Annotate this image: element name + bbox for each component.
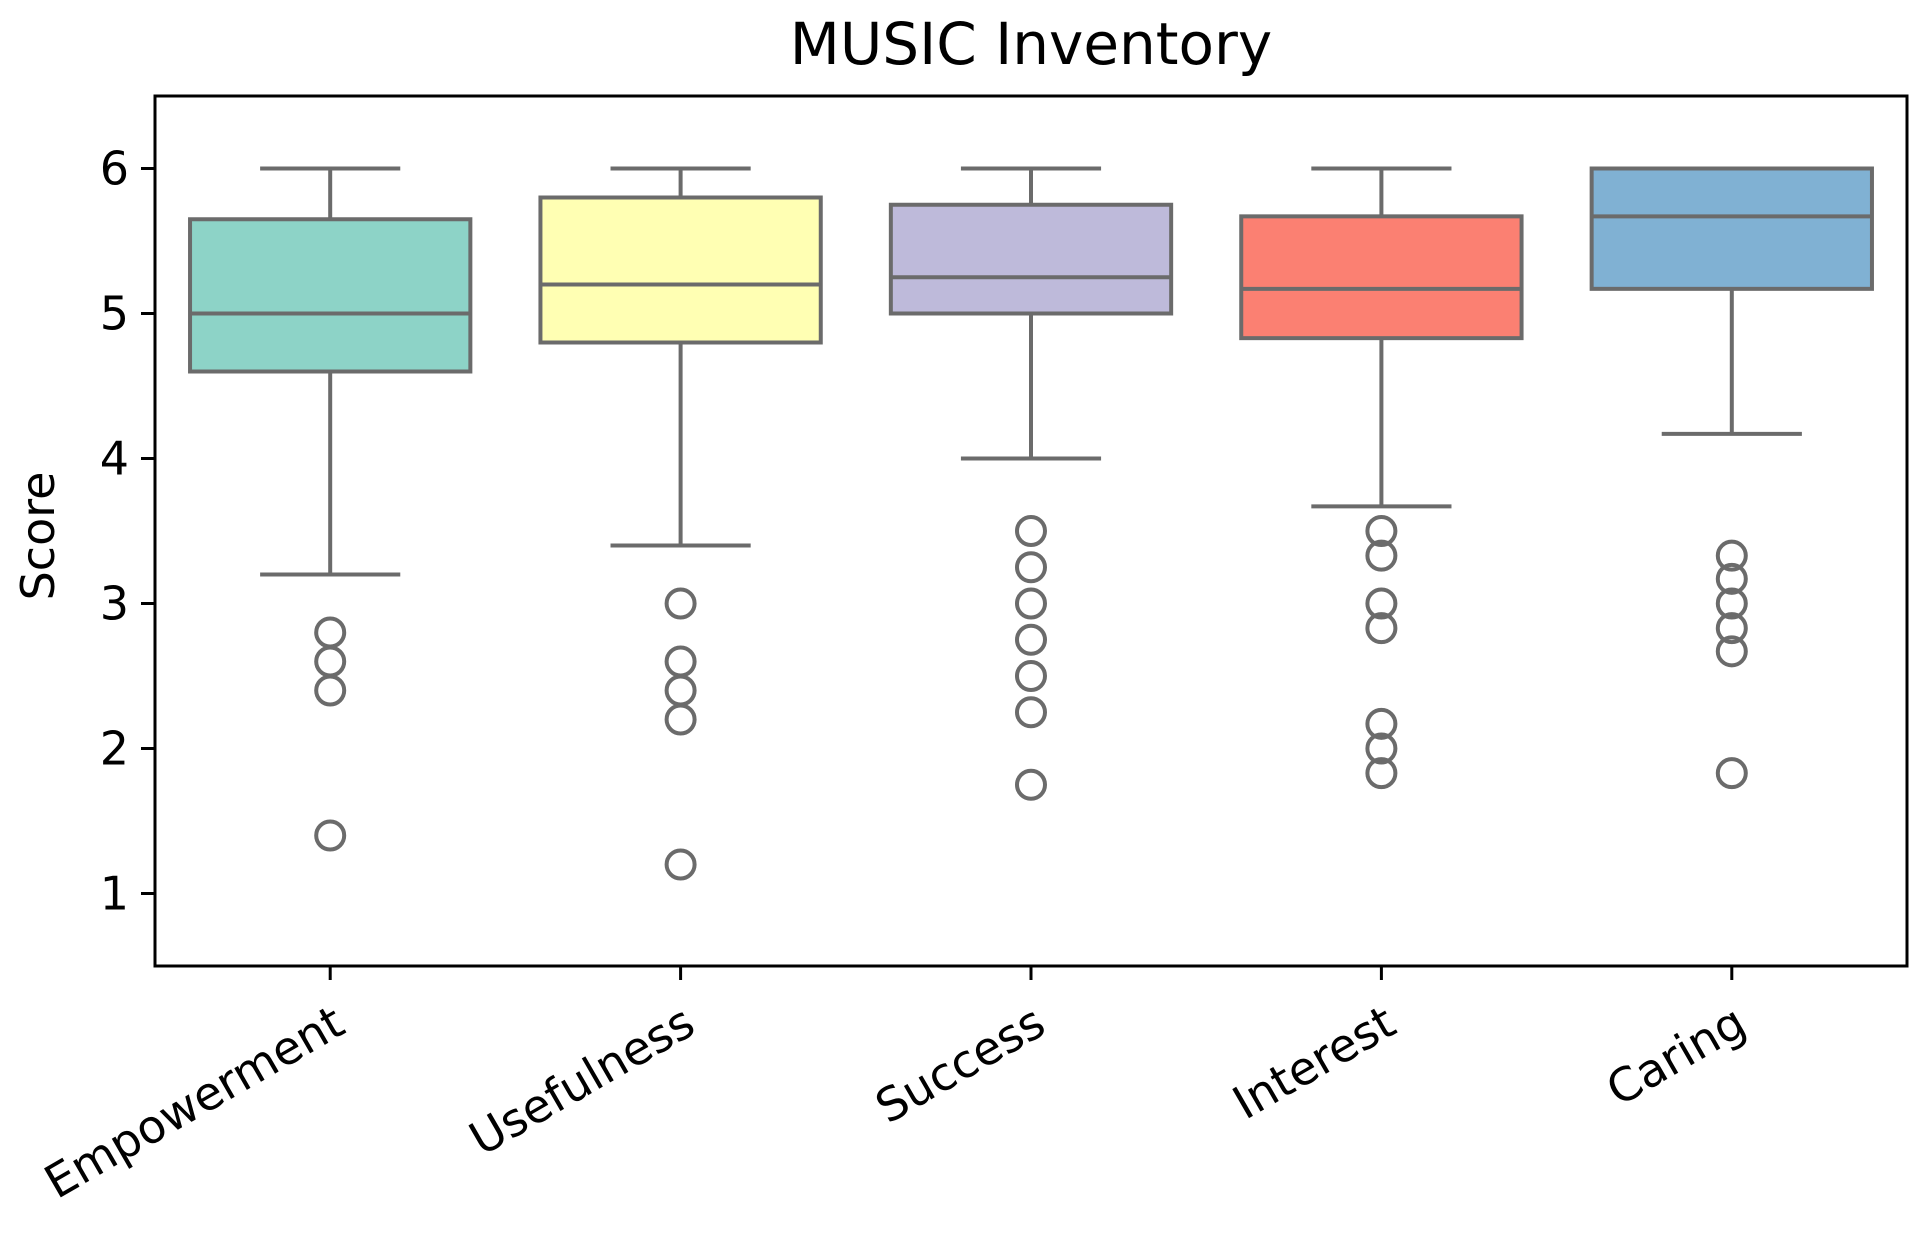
outlier-point	[314, 819, 347, 852]
x-tick-label-usefulness: Usefulness	[460, 995, 703, 1166]
y-axis: 1 2 3 4 5 6	[100, 142, 155, 921]
y-tick-label: 4	[100, 432, 129, 486]
outlier-point	[664, 703, 697, 736]
x-axis: Empowerment Usefulness Success Interest Cari…	[35, 966, 1755, 1210]
box-group-interest	[1239, 166, 1524, 790]
box-interest	[1239, 214, 1524, 341]
y-tick-label: 1	[100, 867, 129, 921]
y-tick-label: 3	[100, 577, 129, 631]
outlier-point	[314, 645, 347, 678]
box-group-empowerment	[188, 166, 473, 852]
outlier-point	[1015, 660, 1047, 692]
chart-title: MUSIC Inventory	[790, 10, 1272, 78]
outlier-point	[664, 587, 697, 620]
outlier-point	[1015, 768, 1047, 801]
outlier-point	[1715, 612, 1748, 645]
x-tick-label-empowerment: Empowerment	[35, 995, 353, 1210]
outlier-point	[1715, 587, 1748, 620]
outlier-point	[1015, 696, 1047, 729]
outlier-point	[1715, 539, 1748, 572]
box-success	[888, 202, 1174, 316]
box-group-success	[888, 166, 1174, 801]
outlier-point	[1715, 635, 1748, 668]
outlier-point	[1715, 757, 1748, 790]
outlier-point	[1365, 757, 1398, 790]
outlier-point	[1365, 587, 1398, 620]
box-group-caring	[1589, 166, 1874, 790]
outlier-point	[1015, 551, 1047, 584]
outlier-point	[1365, 612, 1398, 645]
outlier-point	[314, 674, 347, 707]
y-tick-label: 6	[100, 142, 129, 196]
outlier-point	[314, 616, 347, 649]
outlier-point	[1015, 515, 1047, 547]
outlier-point	[1715, 562, 1748, 595]
outlier-point	[1365, 732, 1398, 765]
outlier-point	[664, 645, 697, 678]
outlier-point	[664, 848, 697, 881]
box-group-usefulness	[538, 166, 823, 881]
y-axis-label: Score	[11, 472, 65, 601]
outlier-point	[1365, 539, 1398, 572]
x-tick-label-caring: Caring	[1597, 995, 1754, 1117]
outlier-point	[664, 674, 697, 707]
outlier-point	[1365, 707, 1398, 740]
x-tick-label-interest: Interest	[1224, 995, 1405, 1130]
outlier-point	[1015, 587, 1047, 620]
y-tick-label: 2	[100, 722, 129, 776]
boxes-layer	[188, 166, 1874, 881]
box-empowerment	[188, 217, 473, 374]
box-caring	[1589, 166, 1874, 291]
x-tick-label-success: Success	[866, 995, 1053, 1134]
outlier-point	[1015, 623, 1047, 656]
y-tick-label: 5	[100, 287, 129, 341]
outlier-point	[1365, 515, 1398, 547]
box-usefulness	[538, 195, 823, 345]
